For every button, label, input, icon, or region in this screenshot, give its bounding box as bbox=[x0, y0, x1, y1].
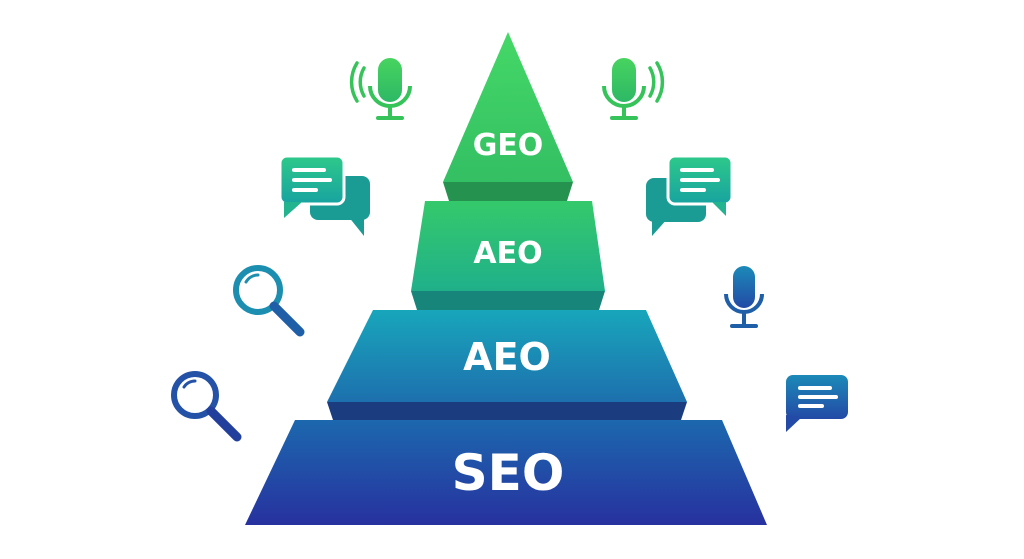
tier-label-aeo-lower: AEO bbox=[463, 335, 551, 379]
microphone-icon bbox=[602, 58, 665, 120]
microphone-icon bbox=[349, 58, 412, 120]
pyramid-tier-geo: GEO bbox=[443, 32, 573, 201]
pyramid-tier-aeo-upper: AEO bbox=[411, 201, 605, 310]
magnifier-icon bbox=[171, 371, 242, 442]
chat-bubble-icon bbox=[278, 154, 370, 236]
tier-label-aeo-upper: AEO bbox=[473, 236, 542, 271]
magnifier-icon bbox=[233, 265, 305, 337]
pyramid-tier-seo: SEO bbox=[245, 420, 767, 525]
pyramid: GEO AEO AEO SEO bbox=[245, 32, 767, 525]
chat-bubble-icon bbox=[646, 154, 734, 236]
microphone-icon bbox=[724, 266, 764, 328]
pyramid-tier-aeo-lower: AEO bbox=[327, 310, 687, 420]
tier-label-seo: SEO bbox=[452, 444, 565, 502]
chat-bubble-icon bbox=[786, 375, 848, 432]
tier-label-geo: GEO bbox=[473, 128, 544, 163]
